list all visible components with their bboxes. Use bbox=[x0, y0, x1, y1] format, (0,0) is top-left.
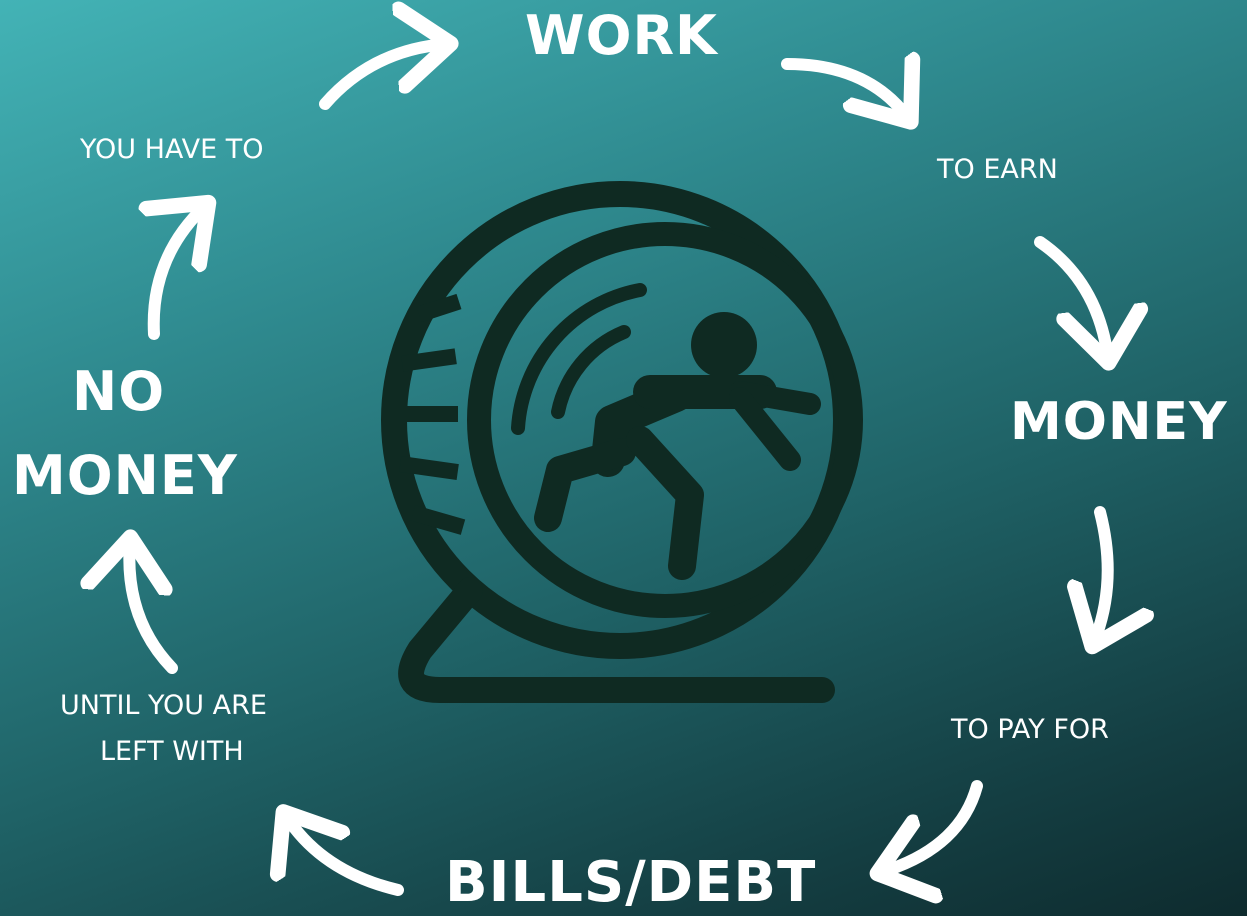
runner-arm-front bbox=[729, 381, 821, 415]
wheel-stand bbox=[398, 577, 835, 703]
step-to-pay-for: TO PAY FOR bbox=[951, 714, 1109, 745]
step-to-earn: TO EARN bbox=[937, 154, 1058, 185]
step-until-line-1: UNTIL YOU ARE bbox=[60, 690, 267, 721]
curved-arrow-icon bbox=[129, 542, 178, 674]
motion-line-inner bbox=[551, 325, 631, 419]
curved-arrow-icon bbox=[1034, 236, 1108, 358]
runner-leg-front bbox=[626, 426, 704, 580]
wheel-slats bbox=[398, 293, 466, 535]
curved-arrow-icon bbox=[286, 816, 404, 896]
curved-arrow-icon bbox=[781, 64, 908, 118]
step-work: WORK bbox=[525, 4, 718, 67]
runner-figure bbox=[534, 312, 821, 580]
step-bills-debt: BILLS/DEBT bbox=[445, 850, 817, 915]
curved-arrow-icon bbox=[319, 44, 446, 110]
step-until-line-2: LEFT WITH bbox=[100, 736, 244, 767]
step-no-money: MONEY bbox=[12, 444, 238, 507]
curved-arrow-icon bbox=[882, 780, 983, 872]
runner-leg-back bbox=[534, 438, 636, 532]
step-no: NO bbox=[72, 360, 166, 423]
step-you-have-to: YOU HAVE TO bbox=[80, 134, 264, 165]
curved-arrow-icon bbox=[1094, 506, 1108, 642]
runner-arm-back bbox=[729, 387, 801, 471]
motion-line-outer bbox=[511, 283, 647, 435]
step-money: MONEY bbox=[1010, 392, 1228, 452]
curved-arrow-icon bbox=[154, 206, 205, 340]
runner-head bbox=[691, 312, 757, 378]
wheel-inner-ring bbox=[467, 222, 863, 618]
